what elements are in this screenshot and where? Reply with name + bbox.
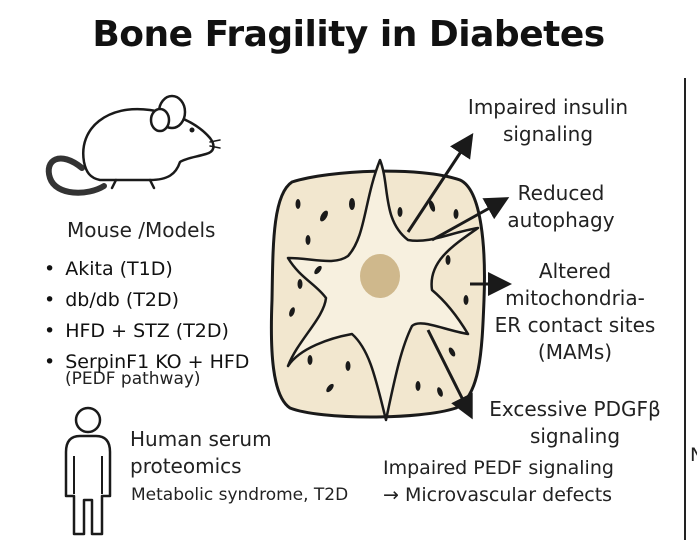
human-proteomics-subtitle: Metabolic syndrome, T2D xyxy=(131,485,349,505)
pedf-signaling-outcome: Impaired PEDF signaling → Microvascular … xyxy=(383,455,663,509)
model-item-hfd-stz: HFD + STZ (T2D) xyxy=(44,316,249,347)
nucleus-shape xyxy=(360,254,400,298)
diagram-title: Bone Fragility in Diabetes xyxy=(92,14,605,55)
mouse-model-list: Akita (T1D) db/db (T2D) HFD + STZ (T2D) … xyxy=(44,254,249,378)
pedf-line2: → Microvascular defects xyxy=(383,484,613,506)
outcome-autophagy: Reduced autophagy xyxy=(486,180,636,234)
outcome-line: autophagy xyxy=(507,208,615,232)
arrow-autophagy xyxy=(431,197,510,242)
cropped-edge-letter: N xyxy=(690,444,697,466)
outcome-line: Altered xyxy=(538,259,612,283)
outcome-line: Excessive PDGFβ xyxy=(489,397,661,421)
outcome-line: signaling xyxy=(502,122,594,146)
model-item-dbdb: db/db (T2D) xyxy=(44,285,249,316)
pedf-line1: Impaired PEDF signaling xyxy=(383,457,614,479)
outcome-line: (MAMs) xyxy=(537,340,613,364)
panel-divider xyxy=(684,78,686,540)
mouse-icon xyxy=(45,94,221,196)
outcome-insulin-signaling: Impaired insulin signaling xyxy=(448,94,648,148)
outcome-arrows xyxy=(406,132,512,420)
model-item-akita: Akita (T1D) xyxy=(44,254,249,285)
outcome-line: ER contact sites xyxy=(494,313,656,337)
outcome-mams: Altered mitochondria- ER contact sites (… xyxy=(470,258,680,366)
outcome-line: Reduced xyxy=(517,181,605,205)
outcome-line: Impaired insulin xyxy=(467,95,629,119)
outcome-line: mitochondria- xyxy=(505,286,645,310)
lacunae-dots xyxy=(289,198,469,397)
outcome-pdgf-signaling: Excessive PDGFβ signaling xyxy=(470,396,680,450)
pedf-pathway-note: (PEDF pathway) xyxy=(65,369,201,389)
outcome-line: signaling xyxy=(529,424,621,448)
mouse-models-heading: Mouse /Models xyxy=(67,218,216,242)
human-proteomics-label: Human serum proteomics xyxy=(130,426,272,480)
human-label-line2: proteomics xyxy=(130,454,242,478)
human-icon xyxy=(64,406,112,536)
osteocyte-cell-icon xyxy=(269,158,486,422)
model-item-serpinf1: SerpinF1 KO + HFD xyxy=(44,347,249,378)
arrow-insulin xyxy=(406,132,474,233)
arrow-pdgf xyxy=(426,329,473,420)
human-label-line1: Human serum xyxy=(130,427,272,451)
